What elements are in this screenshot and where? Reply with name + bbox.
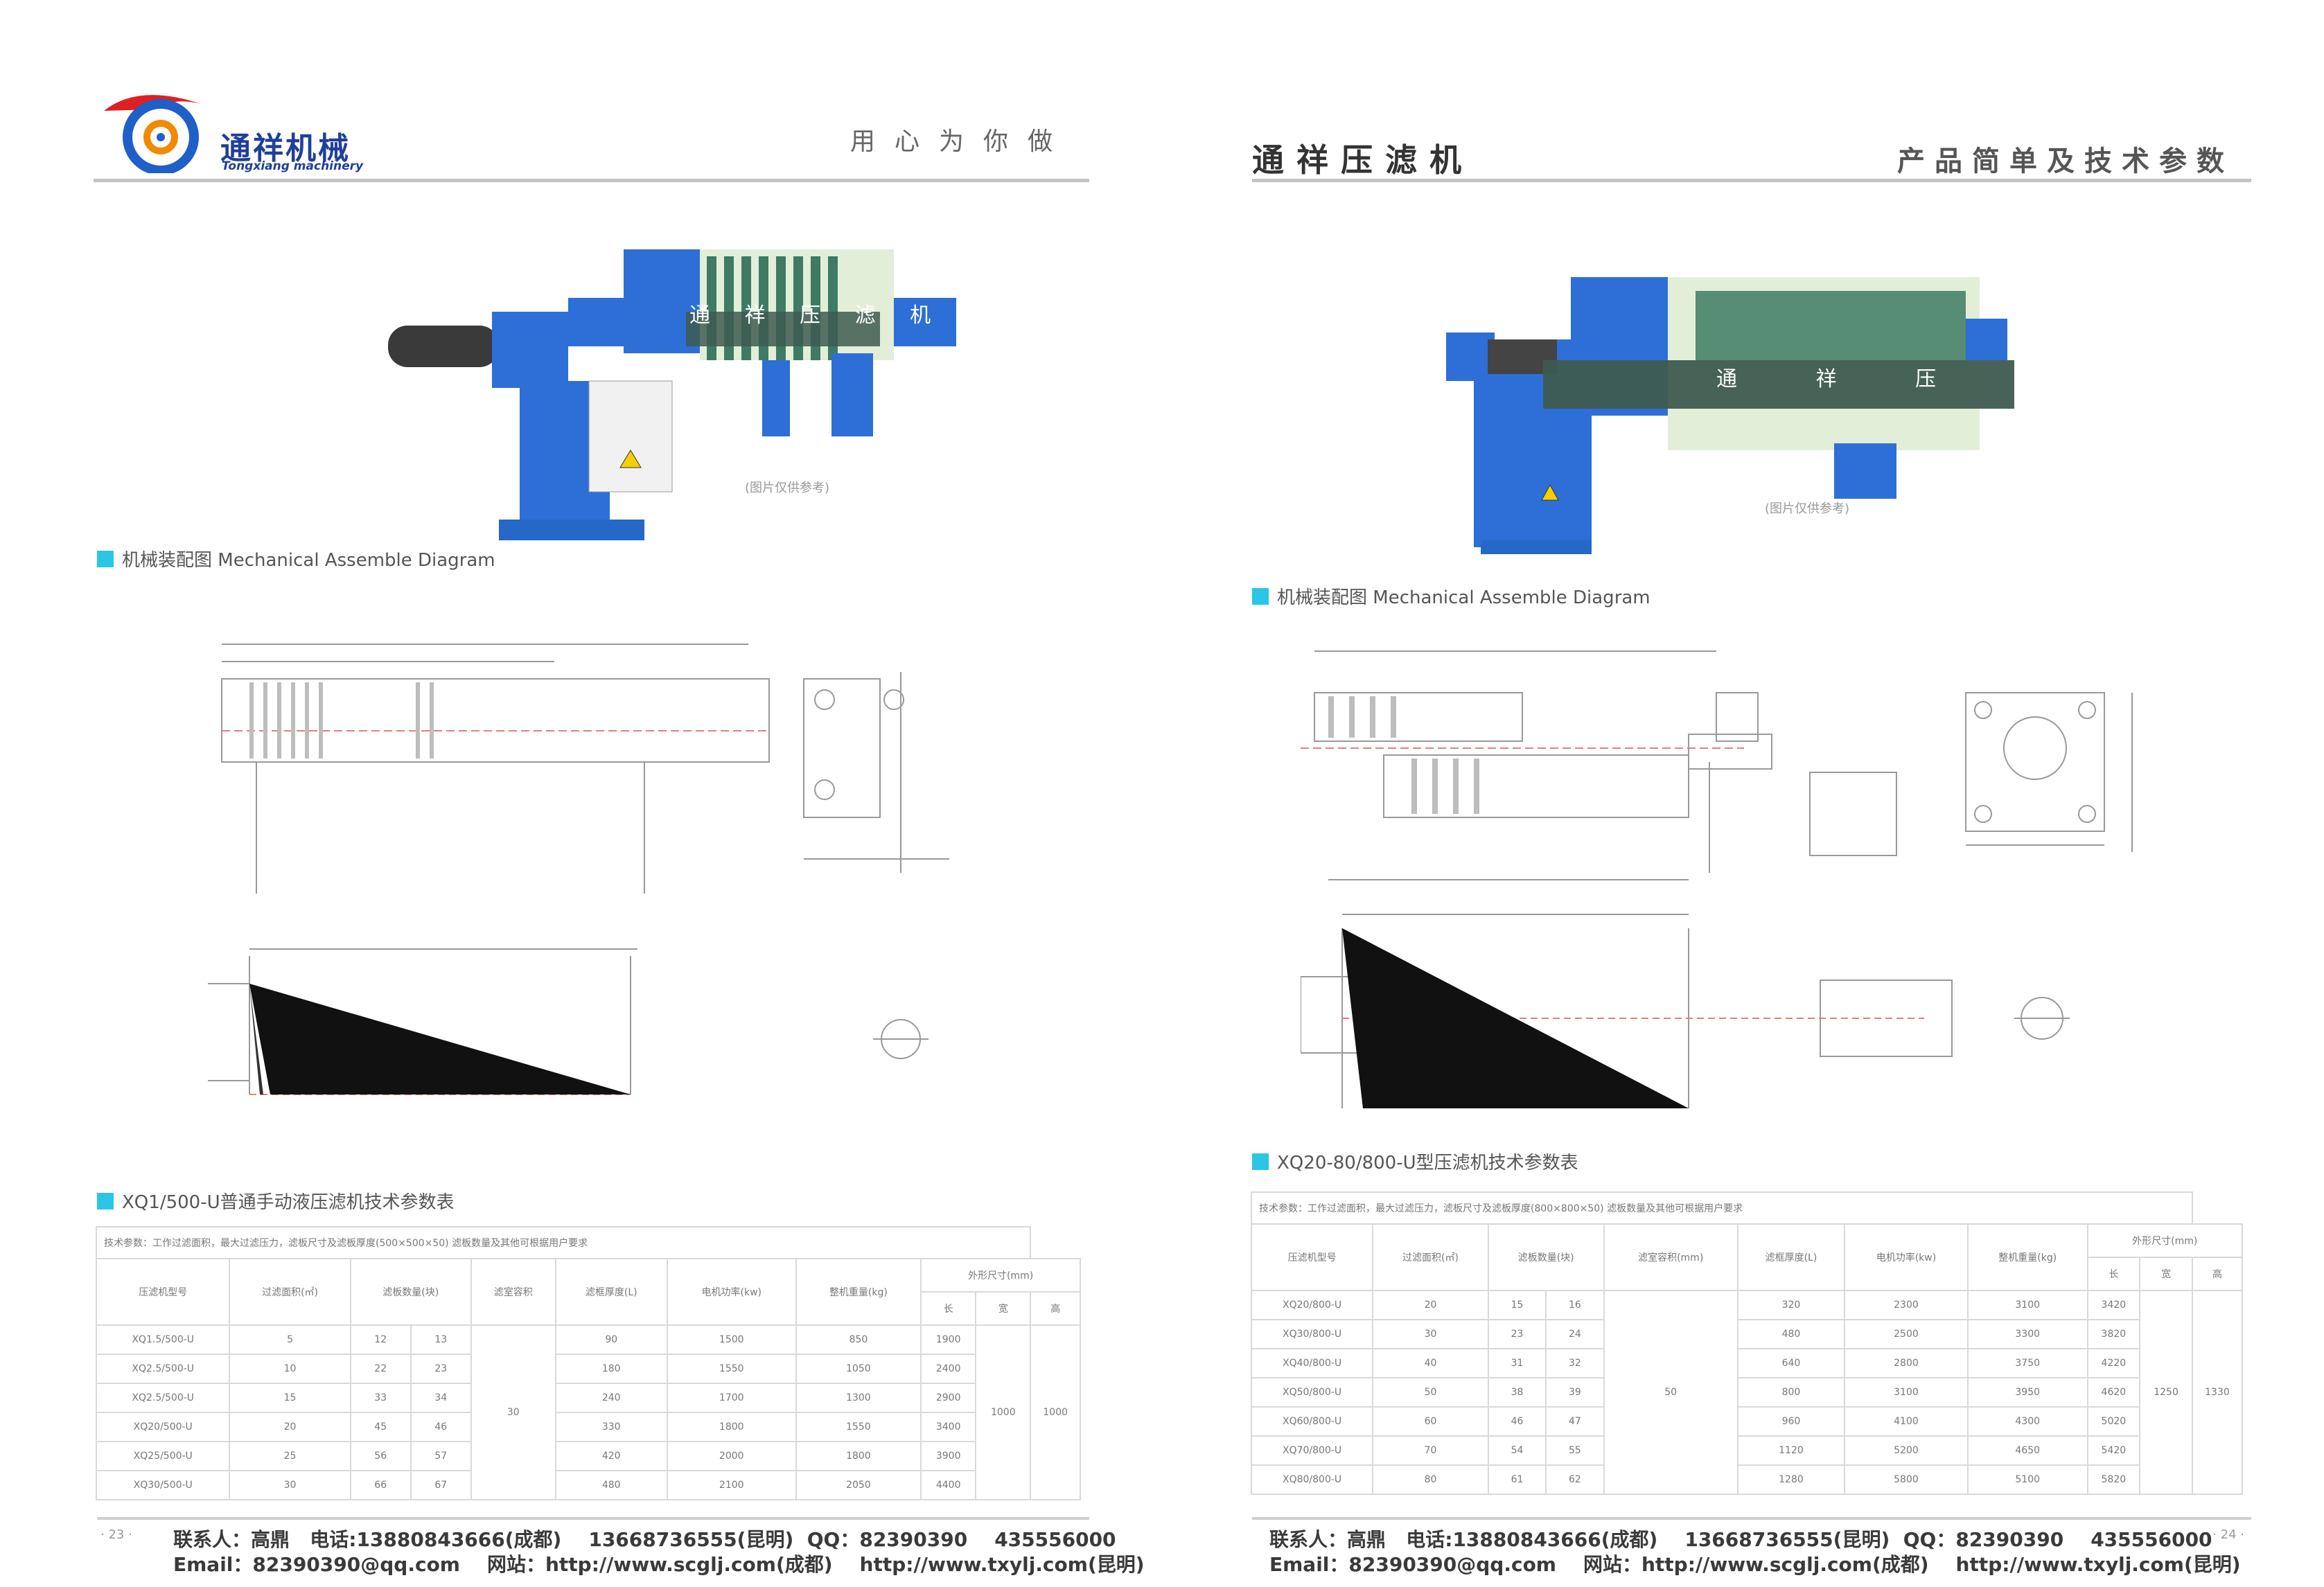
page-number: · 23 · [100,1527,132,1542]
page-subtitle: 产品简单及技术参数 [1897,145,2234,177]
table-note: 技术参数：工作过滤面积，最大过滤压力，滤板尺寸及滤板厚度(500×500×50)… [95,1226,1032,1259]
header-height: 高 [2191,1257,2244,1291]
filter-press-photo [388,249,956,540]
header-length: 长 [920,1291,977,1326]
section-title-text: 机械装配图 Mechanical Assemble Diagram [122,550,495,571]
brand-name-en: Tongxiang machinery [222,159,364,173]
machine-banner: 通 祥 压 滤 机 [689,303,945,328]
section-title-assembly: 机械装配图 Mechanical Assemble Diagram [97,546,495,571]
header-chamber: 滤室容积 [470,1258,556,1326]
footer-line-web: Email：82390390@qq.com 网站：http://www.scgl… [1269,1553,2241,1576]
header-model: 压滤机型号 [1250,1223,1374,1291]
table-note: 技术参数：工作过滤面积，最大过滤压力，滤板尺寸及滤板厚度(800×800×50)… [1251,1191,2193,1225]
header-weight: 整机重量(kg) [795,1258,922,1326]
page-title: 通祥压滤机 [1252,141,1474,179]
section-marker-icon [1252,587,1269,605]
header-weight: 整机重量(kg) [1966,1223,2088,1291]
footer-line-web: Email：82390390@qq.com 网站：http://www.scgl… [173,1553,1145,1576]
machine-caption: (图片仅供参考) [1765,502,1850,516]
filter-press-photo [1446,277,2014,554]
header-height: 高 [1030,1291,1081,1326]
table-row: XQ20/800-U 20 15 16 50 320 2300 3100 342… [1250,1290,2244,1495]
header-model: 压滤机型号 [95,1258,231,1326]
tongxiang-logo-icon [104,95,201,173]
header-plates: 滤板数量(块) [1487,1223,1605,1291]
page-number: · 24 · [2212,1527,2244,1542]
header-width: 宽 [2139,1257,2193,1291]
section-marker-icon [97,550,114,567]
assembly-drawing [1301,650,2133,1108]
left-page: 通祥机械 Tongxiang machinery 用心为你做 (图片仅供参考) … [94,95,1145,1577]
contact-footer: 联系人：高鼎 电话:13880843666(成都) 13668736555(昆明… [1269,1527,2241,1577]
section-title-params: XQ20-80/800-U型压滤机技术参数表 [1252,1149,1578,1174]
header-length: 长 [2086,1257,2141,1291]
header-power: 电机功率(kw) [1844,1223,1969,1291]
header-divider [94,179,1089,182]
contact-footer: 联系人：高鼎 电话:13880843666(成都) 13668736555(昆明… [173,1527,1145,1577]
brand-name-cn: 通祥机械 [220,131,351,166]
right-page: 通祥压滤机 产品简单及技术参数 通 祥 压 滤 机 (图片仅供参考) 机械装配图… [1162,0,2324,1587]
footer-divider [1252,1517,2251,1520]
header-dimensions: 外形尺寸(mm) [2086,1223,2244,1258]
header-area: 过滤面积(㎡) [229,1258,351,1326]
spec-table-left: 技术参数：工作过滤面积，最大过滤压力，滤板尺寸及滤板厚度(500×500×50)… [95,1226,1081,1500]
section-marker-icon [97,1192,114,1209]
header-power: 电机功率(kw) [666,1258,797,1326]
header-width: 宽 [975,1291,1032,1326]
section-title-text: XQ20-80/800-U型压滤机技术参数表 [1277,1153,1578,1173]
header-area: 过滤面积(㎡) [1372,1223,1489,1291]
section-title-text: 机械装配图 Mechanical Assemble Diagram [1277,587,1650,608]
footer-divider [97,1517,1089,1520]
header-dimensions: 外形尺寸(mm) [920,1258,1081,1293]
header-frame: 滤框厚度(L) [1736,1223,1846,1291]
machine-caption: (图片仅供参考) [745,481,830,495]
header-plates: 滤板数量(块) [349,1258,472,1326]
spec-table-right: 技术参数：工作过滤面积，最大过滤压力，滤板尺寸及滤板厚度(800×800×50)… [1250,1191,2244,1495]
header-chamber: 滤室容积(mm) [1603,1223,1738,1291]
section-title-assembly: 机械装配图 Mechanical Assemble Diagram [1252,583,1650,609]
assembly-drawing [208,644,949,1095]
section-title-text: XQ1/500-U普通手动液压滤机技术参数表 [122,1192,455,1213]
machine-banner: 通 祥 压 滤 机 [1716,367,2172,391]
table-row: XQ1.5/500-U 5 12 13 30 90 1500 850 1900 … [95,1324,1081,1500]
slogan: 用心为你做 [850,127,1072,156]
header-frame: 滤框厚度(L) [554,1258,668,1326]
section-marker-icon [1252,1153,1269,1170]
footer-line-contact: 联系人：高鼎 电话:13880843666(成都) 13668736555(昆明… [173,1528,1116,1551]
footer-line-contact: 联系人：高鼎 电话:13880843666(成都) 13668736555(昆明… [1269,1528,2212,1551]
section-title-params: XQ1/500-U普通手动液压滤机技术参数表 [97,1188,455,1214]
header-divider [1252,179,2251,182]
